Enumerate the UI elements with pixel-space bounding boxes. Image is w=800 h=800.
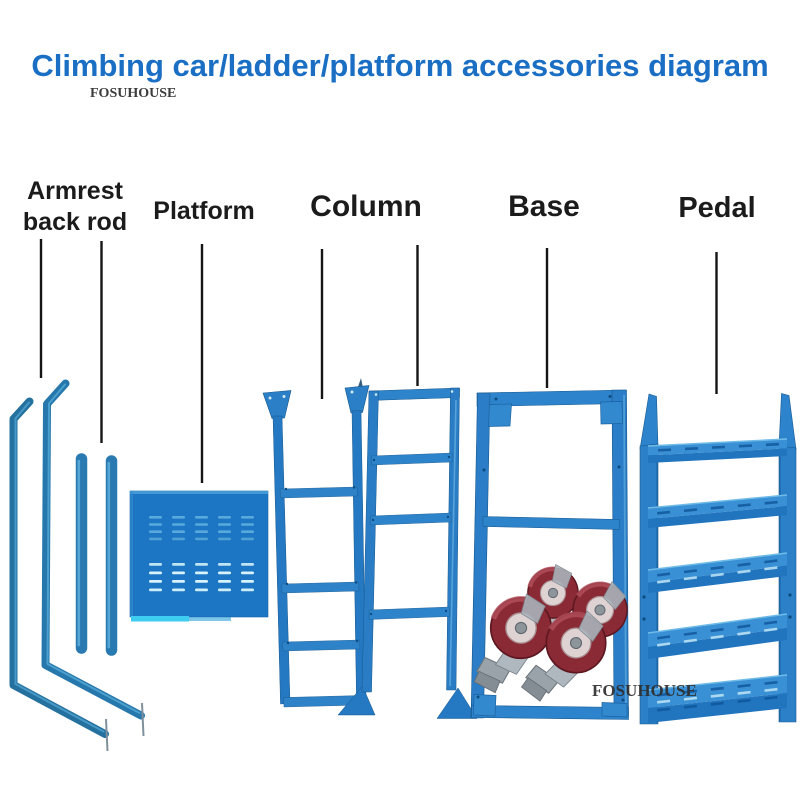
page-title: Climbing car/ladder/platform accessories…: [31, 48, 769, 83]
base-part: [470, 389, 629, 720]
label-column: Column: [310, 190, 422, 223]
column-part: [262, 378, 478, 719]
label-pedal: Pedal: [678, 192, 756, 224]
platform-part: [129, 490, 269, 622]
label-armrest-back-rod: Armrest back rod: [8, 176, 142, 238]
leader-lines: [39, 239, 718, 483]
pedal-part: [639, 393, 797, 725]
label-base: Base: [508, 190, 580, 223]
label-armrest-line1: Armrest: [27, 177, 123, 205]
brand-watermark-bottom: FOSUHOUSE: [592, 681, 697, 700]
armrest-back-rod-part: [9, 379, 145, 752]
label-platform: Platform: [153, 197, 255, 225]
brand-watermark-top: FOSUHOUSE: [90, 86, 177, 101]
label-armrest-line2: back rod: [22, 208, 128, 236]
